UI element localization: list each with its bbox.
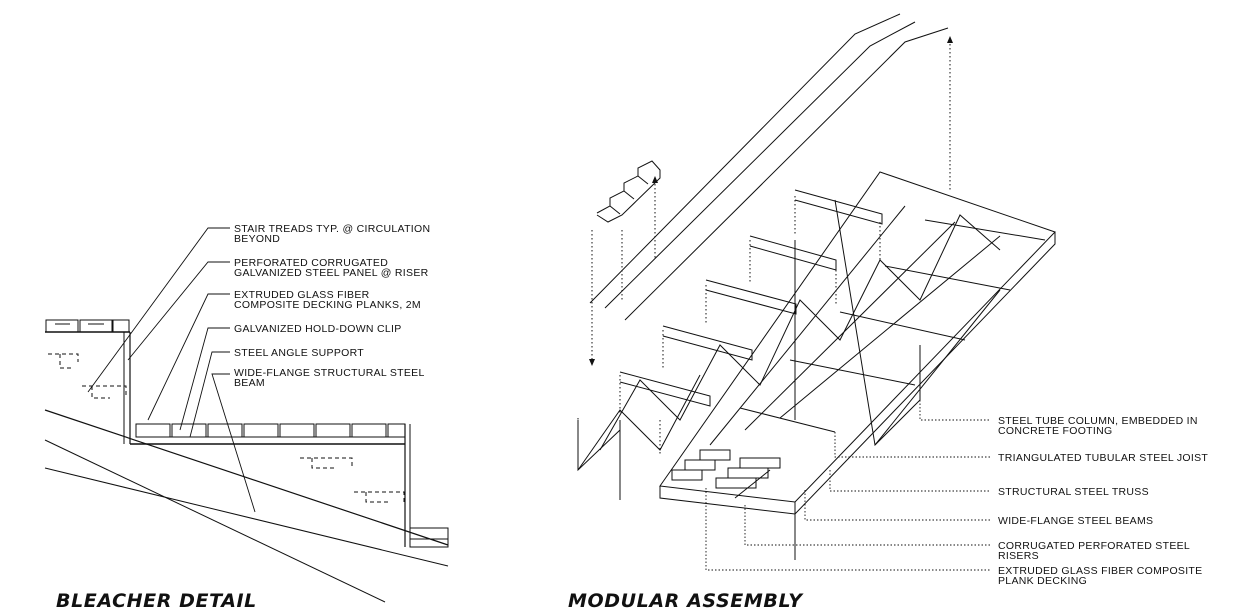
modular-assembly-title: MODULAR ASSEMBLY <box>568 590 803 612</box>
label-steel-risers: CORRUGATED PERFORATED STEEL RISERS <box>998 540 1191 562</box>
label-plank-decking: EXTRUDED GLASS FIBER COMPOSITE PLANK DEC… <box>998 565 1203 587</box>
label-stair-treads: STAIR TREADS TYP. @ CIRCULATION BEYOND <box>234 223 431 245</box>
label-steel-joist: TRIANGULATED TUBULAR STEEL JOIST <box>998 452 1209 464</box>
stair-module <box>596 160 661 223</box>
modular-assembly-drawing <box>577 13 1056 571</box>
label-steel-tube-column: STEEL TUBE COLUMN, EMBEDDED IN CONCRETE … <box>998 415 1198 437</box>
lower-planks <box>135 423 406 438</box>
upper-planks <box>45 319 130 333</box>
label-wide-flange-beams: WIDE-FLANGE STEEL BEAMS <box>998 515 1154 527</box>
deck-stairs <box>671 449 781 499</box>
label-perforated-panel: PERFORATED CORRUGATED GALVANIZED STEEL P… <box>234 257 429 279</box>
label-decking-planks: EXTRUDED GLASS FIBER COMPOSITE DECKING P… <box>234 289 421 311</box>
label-wide-flange-beam: WIDE-FLANGE STRUCTURAL STEEL BEAM <box>234 367 425 389</box>
label-steel-truss: STRUCTURAL STEEL TRUSS <box>998 486 1149 498</box>
label-hold-down-clip: GALVANIZED HOLD-DOWN CLIP <box>234 323 402 335</box>
bleacher-detail-drawing <box>44 227 449 603</box>
exploded-joists <box>577 189 883 472</box>
bleacher-detail-title: BLEACHER DETAIL <box>56 590 257 612</box>
label-steel-angle: STEEL ANGLE SUPPORT <box>234 347 364 359</box>
